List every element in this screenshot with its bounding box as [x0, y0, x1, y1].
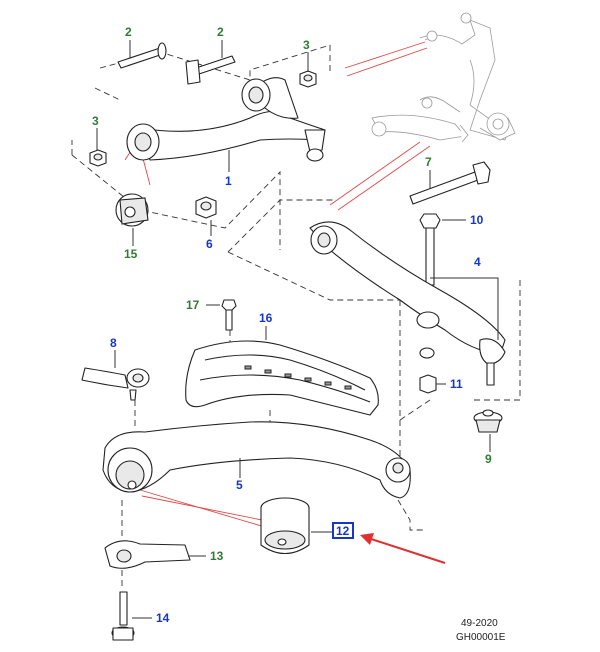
date-code: 49-2020	[461, 618, 498, 629]
callout-11: 11	[450, 377, 463, 391]
nut-part-3-left	[89, 149, 107, 167]
highlight-box-part-12	[332, 522, 354, 539]
callout-13: 13	[210, 549, 224, 563]
callout-12: 12	[336, 524, 350, 538]
callout-16: 16	[259, 311, 273, 325]
boot-part-9	[473, 409, 503, 433]
lower-arm-part-4	[309, 221, 506, 386]
bracket-part-13	[104, 540, 191, 569]
callout-2-left: 2	[125, 25, 132, 39]
callouts: 2 2 3 3 1 6 15 7 10 4 17 16 8 11 9 5 12 …	[92, 25, 492, 625]
bolt-part-7	[409, 161, 491, 205]
callout-5: 5	[236, 478, 243, 492]
nut-part-6	[195, 196, 217, 219]
callout-9: 9	[485, 452, 492, 466]
nut-part-3-right	[299, 70, 317, 88]
callout-1: 1	[225, 174, 232, 188]
cover-part-16	[185, 340, 379, 416]
link-part-8	[81, 367, 150, 401]
bolt-part-17	[221, 299, 237, 331]
callout-6: 6	[206, 237, 213, 251]
drawing-stamp: 49-2020 GH00001E	[456, 618, 506, 643]
callout-15: 15	[124, 247, 138, 261]
leader-lines	[96, 40, 499, 619]
callout-3-left: 3	[92, 114, 99, 128]
bolt-part-10	[419, 213, 441, 286]
lower-control-arm-part-5	[102, 421, 411, 499]
callout-3-right: 3	[303, 38, 310, 52]
reference-lines	[124, 41, 431, 531]
callout-17: 17	[186, 298, 200, 312]
callout-14: 14	[156, 611, 170, 625]
bushing-part-12	[260, 497, 310, 555]
bolt-part-14	[111, 591, 135, 641]
callout-7: 7	[425, 155, 432, 169]
upper-control-arm-part-1	[126, 77, 326, 162]
nut-part-11	[419, 374, 437, 394]
callout-10: 10	[470, 213, 484, 227]
callout-4: 4	[474, 255, 481, 269]
callout-8: 8	[110, 336, 117, 350]
vehicle-suspension-inset	[371, 12, 516, 143]
drawing-id: GH00001E	[456, 632, 506, 643]
red-arrow-icon	[360, 533, 446, 564]
bolt-part-2-right	[185, 55, 236, 85]
callout-2-right: 2	[217, 25, 224, 39]
bolt-part-2-left	[117, 42, 167, 69]
bushing-part-15	[115, 193, 149, 227]
